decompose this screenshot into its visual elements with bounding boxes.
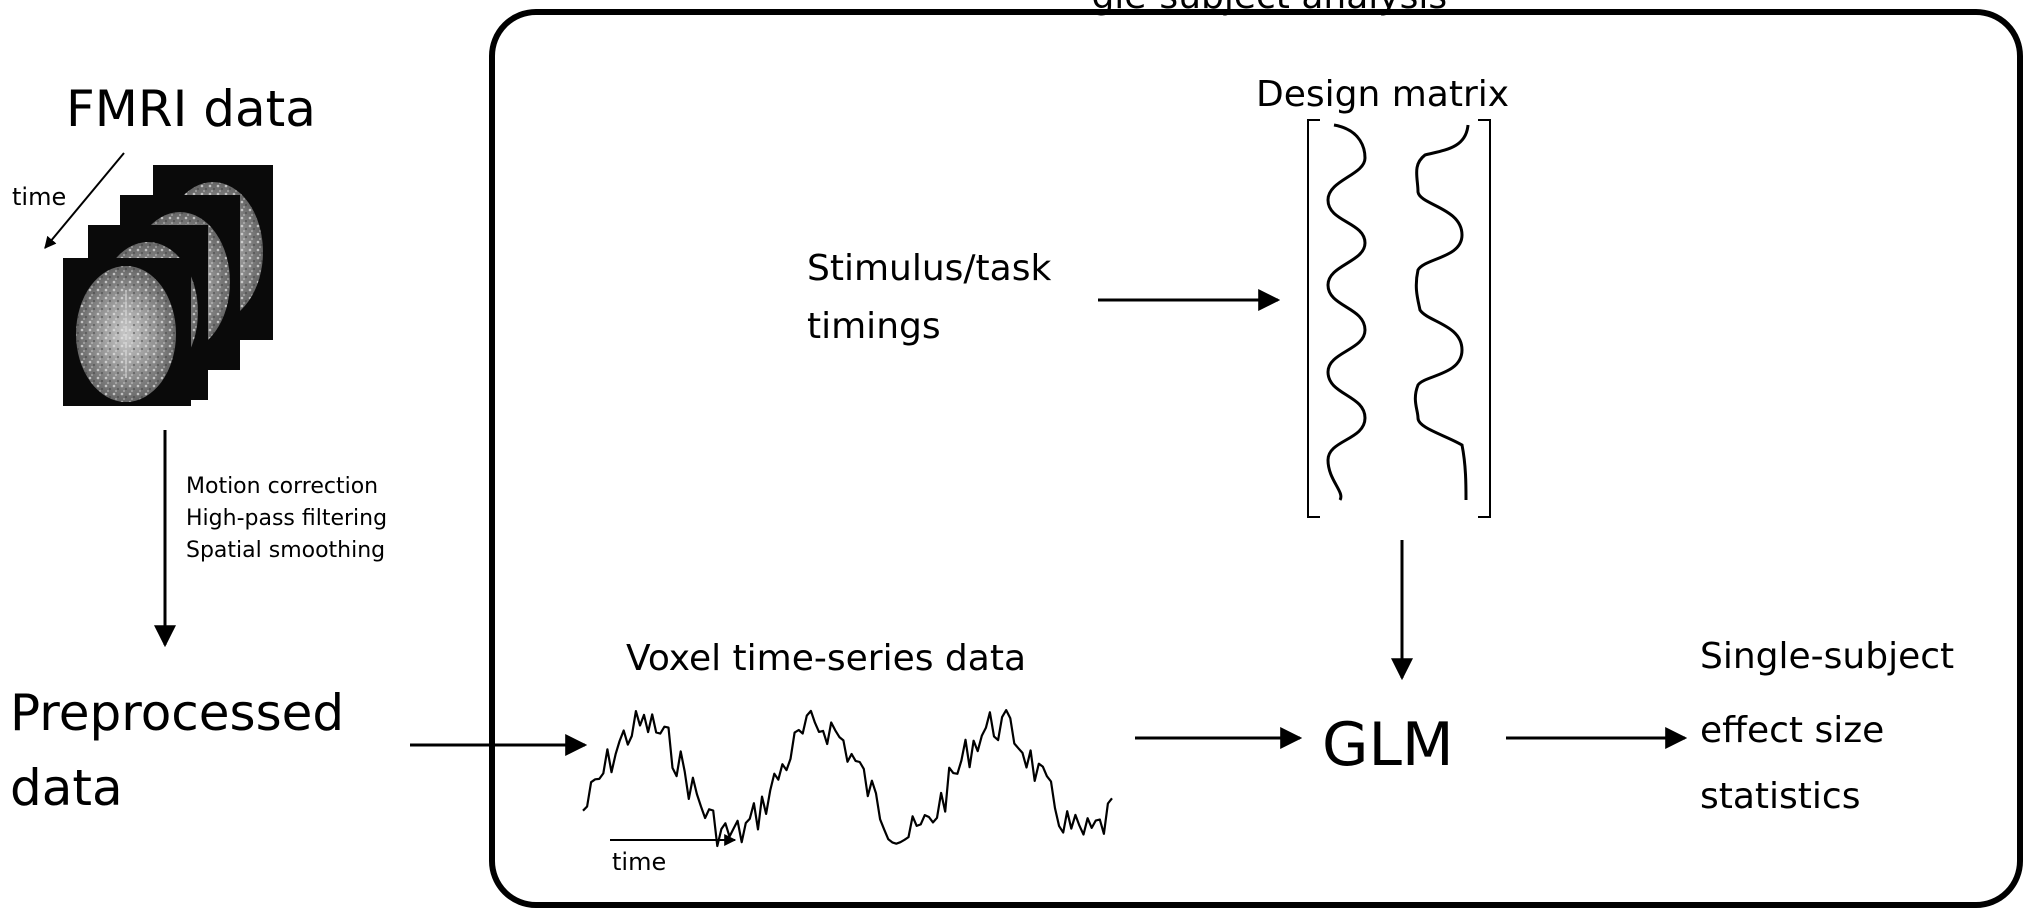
stimulus-label-line2: timings	[807, 306, 941, 347]
fmri-time-label: time	[12, 183, 66, 211]
preprocessing-step-motion: Motion correction	[186, 474, 378, 499]
output-label-line2: effect size	[1700, 710, 1884, 751]
design-matrix-right-bracket	[1478, 119, 1491, 518]
fmri-volume-stack	[63, 165, 273, 406]
brain-slice-icon	[63, 258, 191, 406]
voxel-timeseries-signal	[582, 708, 1113, 848]
voxel-timeseries-label: Voxel time-series data	[626, 638, 1026, 679]
fmri-data-label: FMRI data	[66, 80, 316, 138]
output-label-line3: statistics	[1700, 776, 1860, 817]
preprocessed-data-label-line2: data	[10, 759, 123, 817]
preprocessing-step-smoothing: Spatial smoothing	[186, 538, 385, 563]
single-subject-analysis-box	[489, 9, 2023, 908]
voxel-time-label: time	[612, 848, 666, 876]
design-matrix-regressor-1	[1326, 123, 1367, 501]
preprocessed-data-label-line1: Preprocessed	[10, 684, 344, 742]
output-label-line1: Single-subject	[1700, 636, 1954, 677]
glm-label: GLM	[1322, 710, 1454, 780]
fmri-time-arrow	[44, 152, 125, 249]
design-matrix-label: Design matrix	[1256, 74, 1509, 115]
design-matrix-regressor-2	[1413, 124, 1470, 501]
box-title-fragment: gle-subject analysis	[1080, 0, 1447, 17]
design-matrix-left-bracket	[1307, 119, 1320, 518]
preprocessing-step-highpass: High-pass filtering	[186, 506, 387, 531]
stimulus-label-line1: Stimulus/task	[807, 248, 1051, 289]
